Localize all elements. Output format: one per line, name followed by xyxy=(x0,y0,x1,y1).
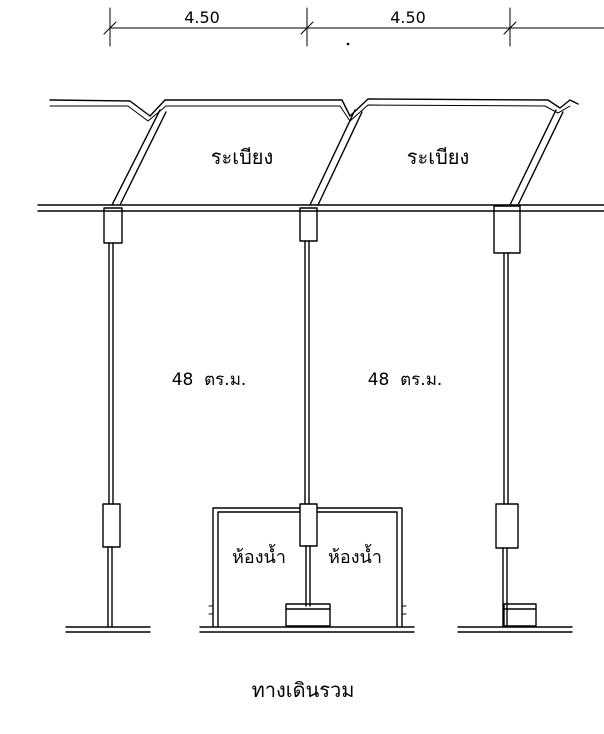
column-heads xyxy=(103,205,521,254)
partition-walls xyxy=(108,240,509,505)
walkway-edge xyxy=(65,626,573,633)
door-step-right xyxy=(503,603,537,627)
veranda-label-left: ระเบียง xyxy=(211,145,274,169)
room-area-right: 48 ตร.ม. xyxy=(368,370,443,390)
walkway-label: ทางเดินรวม xyxy=(252,678,355,702)
dimension-right: 4.50 xyxy=(390,8,426,27)
wall-stubs xyxy=(107,545,508,628)
bathroom-label-left: ห้องน้ำ xyxy=(232,544,286,568)
veranda-outline xyxy=(49,98,579,206)
veranda-label-right: ระเบียง xyxy=(407,145,470,169)
lower-columns xyxy=(102,503,519,549)
dimension-line: 4.50 4.50 xyxy=(103,7,604,47)
stray-dot xyxy=(346,42,350,46)
bathroom-label-right: ห้องน้ำ xyxy=(328,544,382,568)
bathroom-block xyxy=(208,507,407,628)
room-area-left: 48 ตร.ม. xyxy=(172,370,247,390)
dimension-left: 4.50 xyxy=(184,8,220,27)
main-beam xyxy=(37,204,604,212)
